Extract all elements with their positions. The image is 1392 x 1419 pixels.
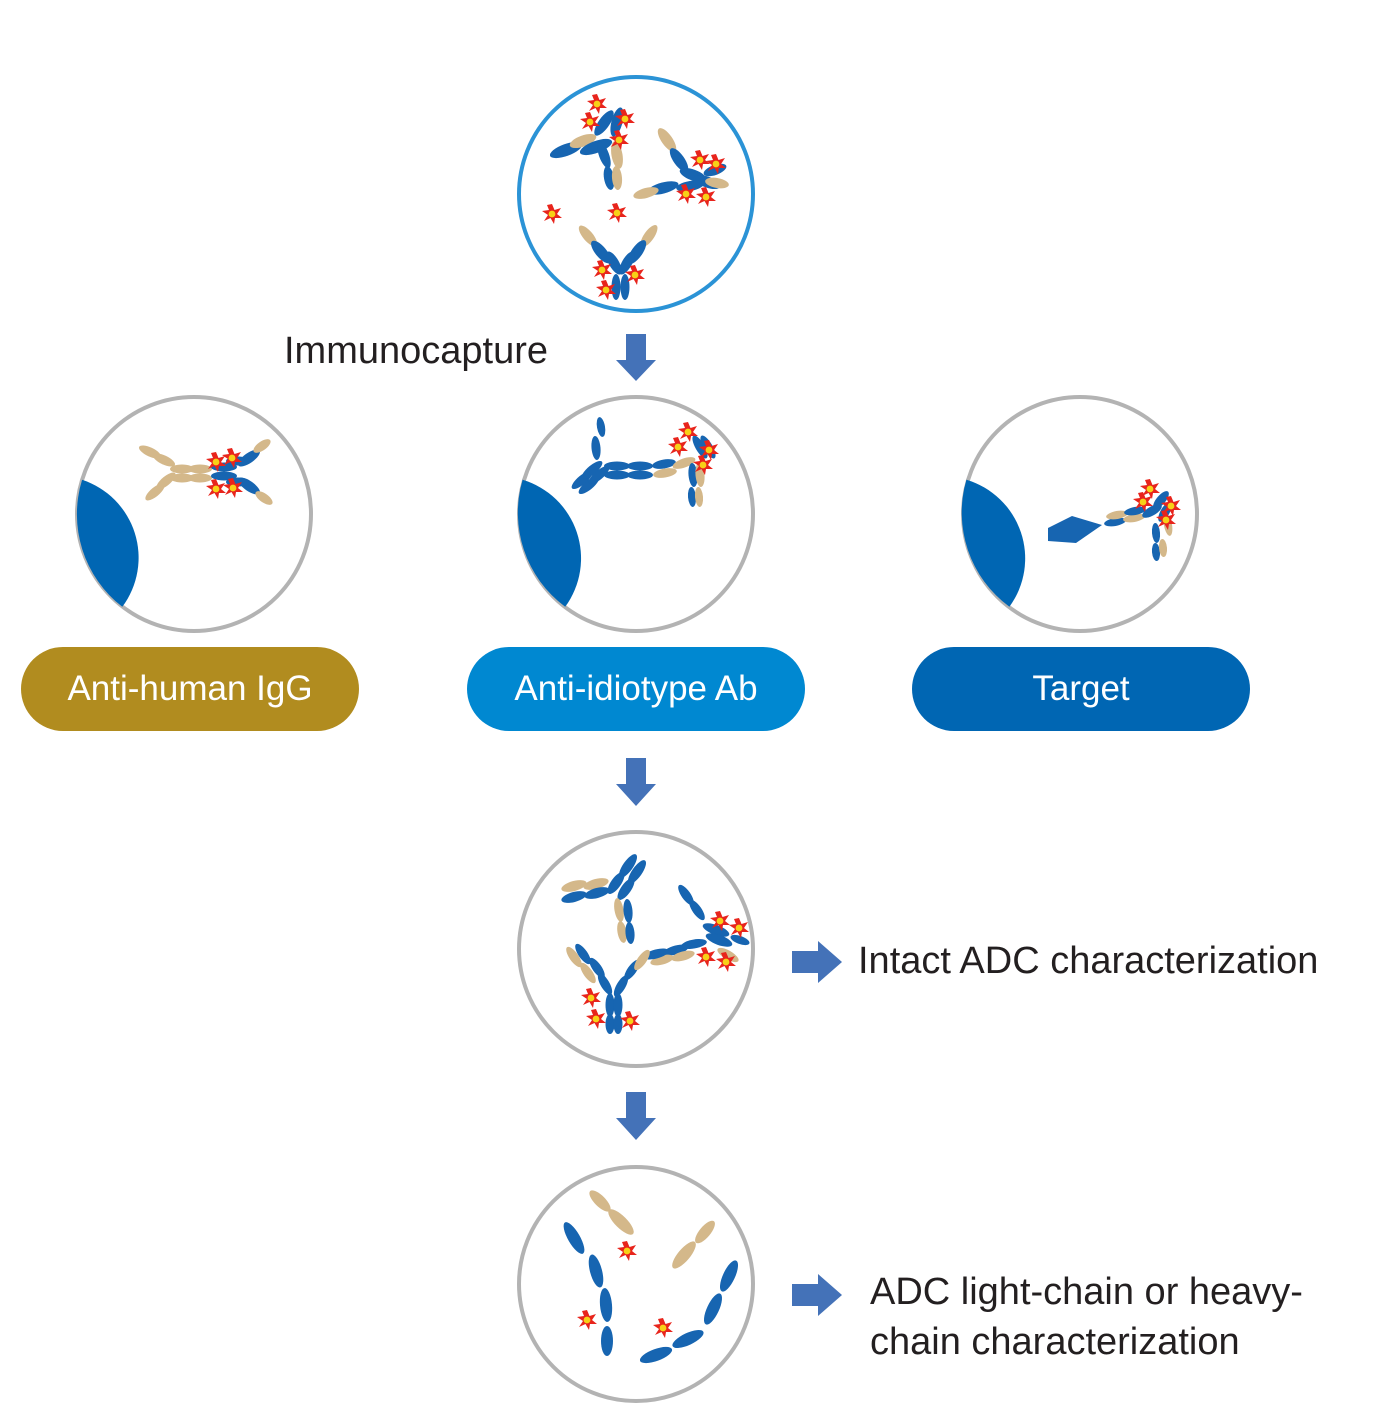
antibody-icon	[561, 854, 647, 944]
antibody-icon	[578, 224, 658, 300]
bead-icon	[76, 479, 139, 607]
pill-anti-human-igg: Anti-human IgG	[21, 647, 359, 731]
capture-circle-anti-idiotype	[517, 395, 755, 633]
right-arrow-icon	[792, 941, 842, 983]
chain-label-line2: chain characterization	[870, 1321, 1240, 1363]
light-chain-icon	[589, 1190, 715, 1269]
capture-circle-target	[961, 395, 1199, 633]
bead-icon	[517, 479, 582, 607]
antibody-icon	[566, 943, 650, 1034]
antibody-icon	[549, 107, 624, 190]
capture-circle-anti-human-igg	[75, 395, 313, 633]
intact-adc-label: Intact ADC characterization	[858, 940, 1319, 982]
pill-target: Target	[912, 647, 1250, 731]
chain-label-line1: ADC light-chain or heavy-	[870, 1271, 1303, 1313]
down-arrow-icon	[616, 334, 656, 381]
immunocapture-label: Immunocapture	[284, 330, 549, 372]
pill-label: Anti-human IgG	[67, 669, 313, 708]
down-arrow-icon	[616, 758, 656, 806]
sample-circle	[517, 75, 755, 313]
down-arrow-icon	[616, 1092, 656, 1140]
reduced-chains-circle	[517, 1165, 755, 1403]
antibody-icon	[571, 417, 716, 507]
eluted-intact-circle	[517, 830, 755, 1068]
bead-icon	[961, 479, 1026, 607]
right-arrow-icon	[792, 1274, 842, 1316]
target-antigen-icon	[1048, 516, 1102, 543]
pill-label: Target	[1032, 669, 1130, 708]
pill-label: Anti-idiotype Ab	[514, 669, 758, 708]
antibody-icon	[643, 884, 750, 966]
pill-anti-idiotype-ab: Anti-idiotype Ab	[467, 647, 805, 731]
heavy-chain-icon	[563, 1222, 739, 1364]
